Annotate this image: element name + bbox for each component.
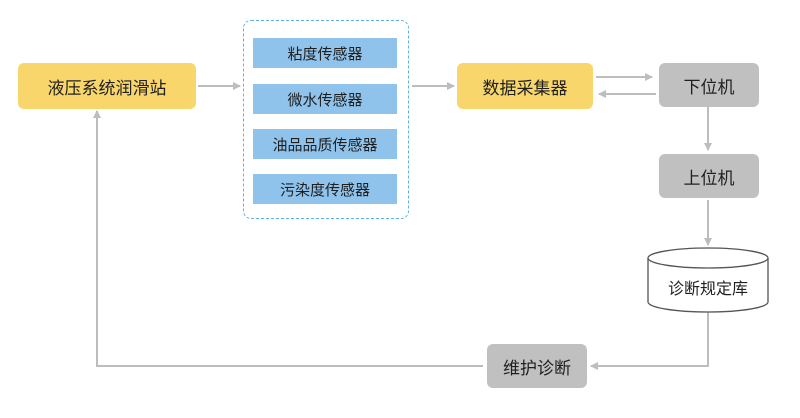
sensor-oil-quality: 油品品质传感器 — [253, 129, 397, 159]
lower-computer-node: 下位机 — [659, 63, 759, 107]
sensor-group — [243, 20, 409, 219]
arrow-maintenance-to-station — [93, 110, 483, 367]
hydraulic-station-node: 液压系统润滑站 — [18, 63, 196, 109]
database-cylinder-icon — [647, 247, 769, 313]
sensor-moisture: 微水传感器 — [253, 84, 397, 114]
sensor-viscosity: 粘度传感器 — [253, 38, 397, 68]
diagnosis-rule-base-node: 诊断规定库 — [667, 279, 748, 298]
upper-computer-node: 上位机 — [659, 154, 759, 198]
arrow-rulebase-to-maintenance — [590, 310, 709, 370]
maintenance-diagnosis-node: 维护诊断 — [487, 344, 587, 388]
sensor-contamination: 污染度传感器 — [253, 174, 397, 204]
data-collector-node: 数据采集器 — [457, 63, 593, 109]
